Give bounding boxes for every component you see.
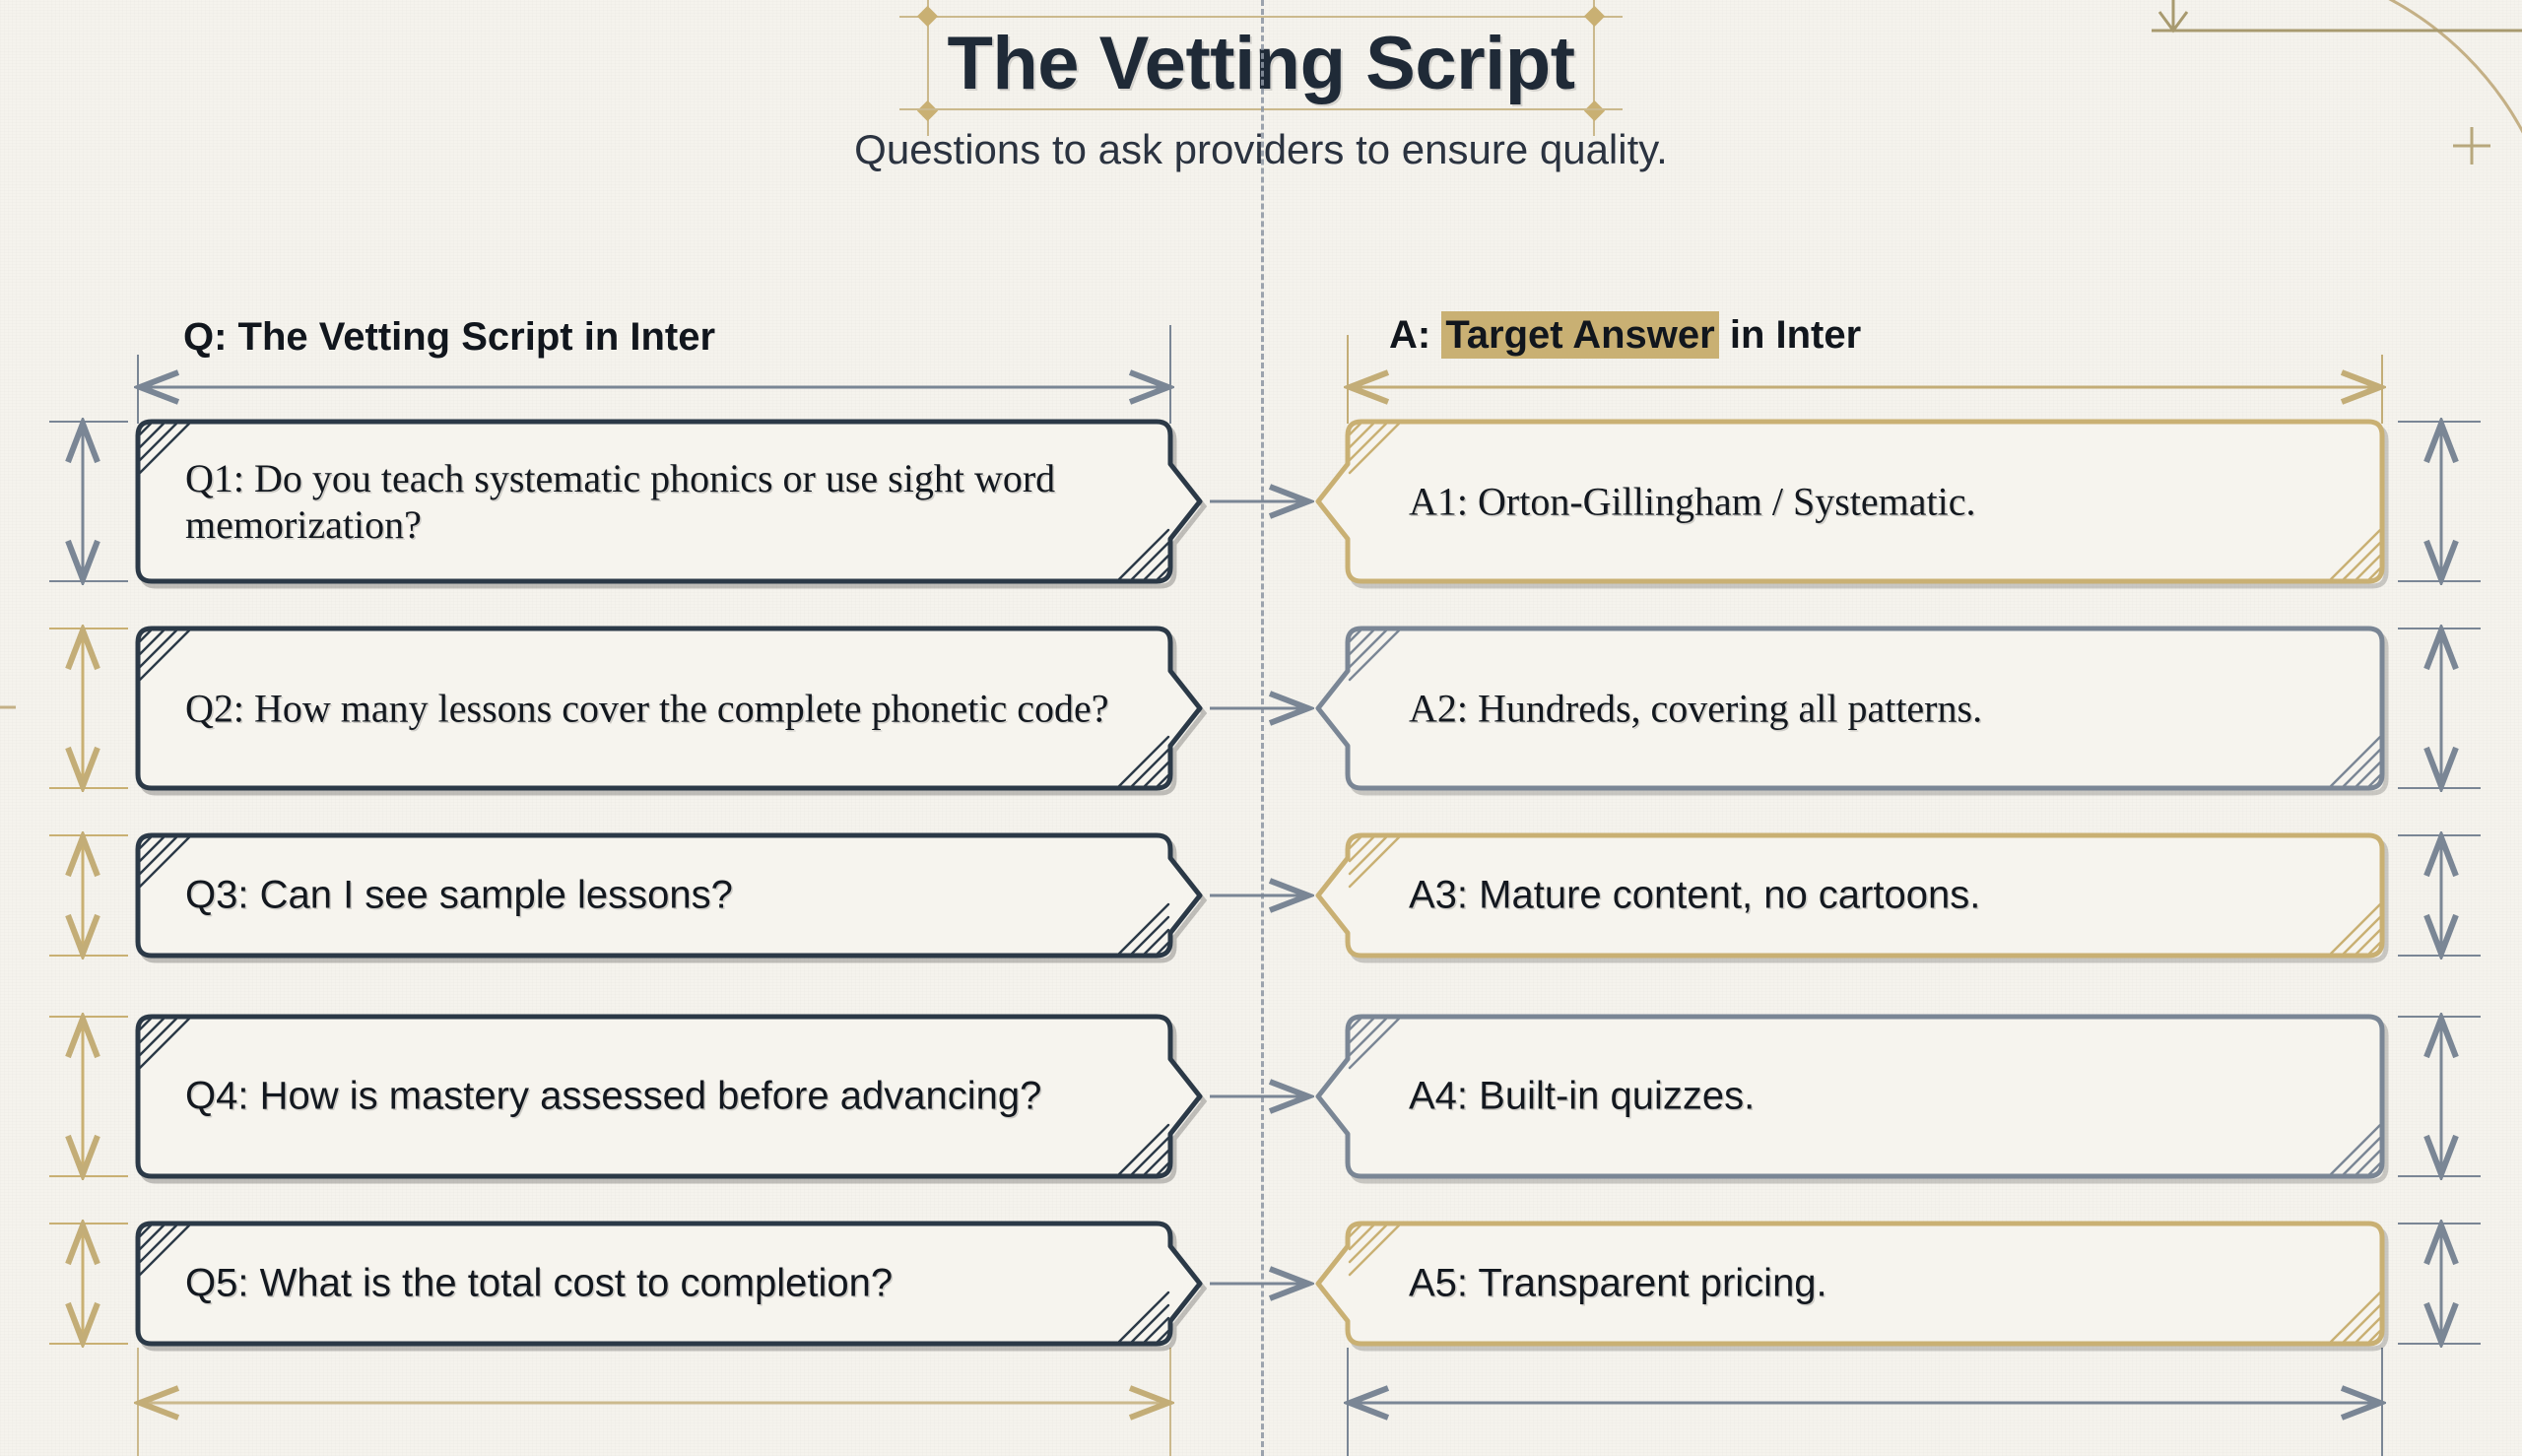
question-box[interactable]: Q3: Can I see sample lessons? bbox=[138, 835, 1170, 956]
answer-header-suffix: in Inter bbox=[1718, 313, 1862, 357]
q-column-bottom-dimension bbox=[138, 1348, 1170, 1456]
question-text: Q1: Do you teach systematic phonics or u… bbox=[185, 455, 1056, 547]
answer-text: A5: Transparent pricing. bbox=[1409, 1261, 1827, 1305]
answer-text: A4: Built-in quizzes. bbox=[1409, 1074, 1756, 1118]
answer-box[interactable]: A1: Orton-Gillingham / Systematic. bbox=[1348, 422, 2382, 581]
answer-text: A3: Mature content, no cartoons. bbox=[1409, 873, 1981, 917]
answer-header-prefix: A: bbox=[1389, 313, 1442, 357]
answer-header-main-highlighted: Target Answer bbox=[1441, 311, 1719, 359]
question-box[interactable]: Q4: How is mastery assessed before advan… bbox=[138, 1017, 1170, 1176]
answer-text: A1: Orton-Gillingham / Systematic. bbox=[1409, 479, 1976, 524]
answer-box[interactable]: A2: Hundreds, covering all patterns. bbox=[1348, 629, 2382, 788]
question-text: Q5: What is the total cost to completion… bbox=[185, 1261, 894, 1305]
question-box[interactable]: Q5: What is the total cost to completion… bbox=[138, 1224, 1170, 1344]
title-corner-marker-bl bbox=[917, 99, 939, 122]
answer-box[interactable]: A5: Transparent pricing. bbox=[1348, 1224, 2382, 1344]
title-corner-marker-tr bbox=[1583, 5, 1605, 28]
title-corner-marker-tl bbox=[917, 5, 939, 28]
answer-box[interactable]: A4: Built-in quizzes. bbox=[1348, 1017, 2382, 1176]
answer-text: A2: Hundreds, covering all patterns. bbox=[1409, 686, 1983, 731]
question-header-suffix: in Inter bbox=[572, 315, 716, 359]
question-header-main: The Vetting Script bbox=[237, 315, 573, 359]
question-text: Q2: How many lessons cover the complete … bbox=[185, 686, 1109, 731]
question-header-prefix: Q: bbox=[183, 315, 238, 359]
question-box[interactable]: Q1: Do you teach systematic phonics or u… bbox=[138, 422, 1170, 581]
question-text: Q4: How is mastery assessed before advan… bbox=[185, 1074, 1042, 1118]
title-frame-line-right bbox=[1592, 0, 1595, 137]
title-frame-line-left bbox=[927, 0, 930, 137]
question-text: Q3: Can I see sample lessons? bbox=[185, 873, 733, 917]
question-column-header: Q: The Vetting Script in Inter bbox=[183, 315, 715, 360]
a-column-bottom-dimension bbox=[1348, 1348, 2382, 1456]
question-box[interactable]: Q2: How many lessons cover the complete … bbox=[138, 629, 1170, 788]
title-corner-marker-br bbox=[1583, 99, 1605, 122]
answer-column-header: A: Target Answer in Inter bbox=[1389, 311, 1862, 359]
answer-box[interactable]: A3: Mature content, no cartoons. bbox=[1348, 835, 2382, 956]
row-connector-arrows bbox=[1210, 501, 1308, 1284]
center-divider bbox=[1261, 0, 1264, 1456]
